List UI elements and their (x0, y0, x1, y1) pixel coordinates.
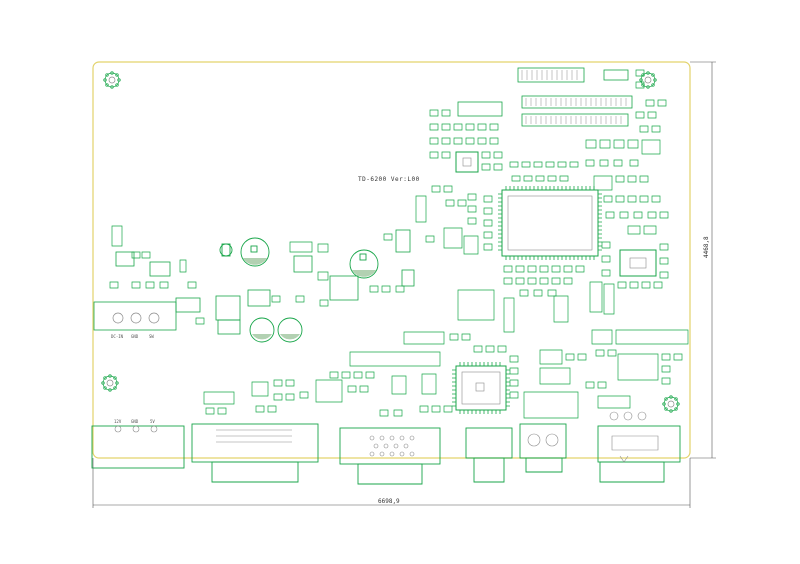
width-dimension-line (92, 458, 691, 508)
terminal-pin-label: 5V (150, 419, 155, 424)
power-components (93, 229, 415, 335)
fpc-pins (521, 70, 627, 124)
fpc-connectors (457, 67, 633, 127)
qfn-chip (619, 249, 657, 277)
mounting-hole (101, 374, 119, 392)
main-processor-qfp (498, 186, 602, 260)
qfn-chip (455, 151, 479, 173)
power-pin-label: SW (149, 334, 154, 339)
power-pin-label: DC-IN (111, 334, 124, 339)
width-dimension-label: 6698,9 (378, 498, 400, 505)
audio-connector (519, 423, 567, 459)
power-pin-label: GND (131, 334, 139, 339)
usb-connector (465, 427, 513, 459)
connector-pins (114, 411, 659, 463)
serial-connector (597, 425, 681, 463)
mounting-hole (639, 71, 657, 89)
mounting-hole (103, 71, 121, 89)
board-model-label: TD-6200 Ver:L00 (358, 176, 420, 183)
smd-components (109, 69, 689, 419)
terminal-block (91, 425, 185, 469)
height-dimension-line (690, 61, 716, 459)
mounting-holes (101, 71, 680, 413)
power-connector-holes (112, 312, 160, 324)
height-dimension-label: 4468,8 (703, 236, 710, 258)
board-outline (92, 61, 691, 459)
terminal-pin-label: 12V (114, 419, 122, 424)
electrolytic-capacitors (219, 237, 379, 343)
bottom-connectors (91, 423, 681, 485)
mounting-hole (662, 395, 680, 413)
secondary-qfp (452, 362, 510, 414)
terminal-pin-label: GND (131, 419, 139, 424)
